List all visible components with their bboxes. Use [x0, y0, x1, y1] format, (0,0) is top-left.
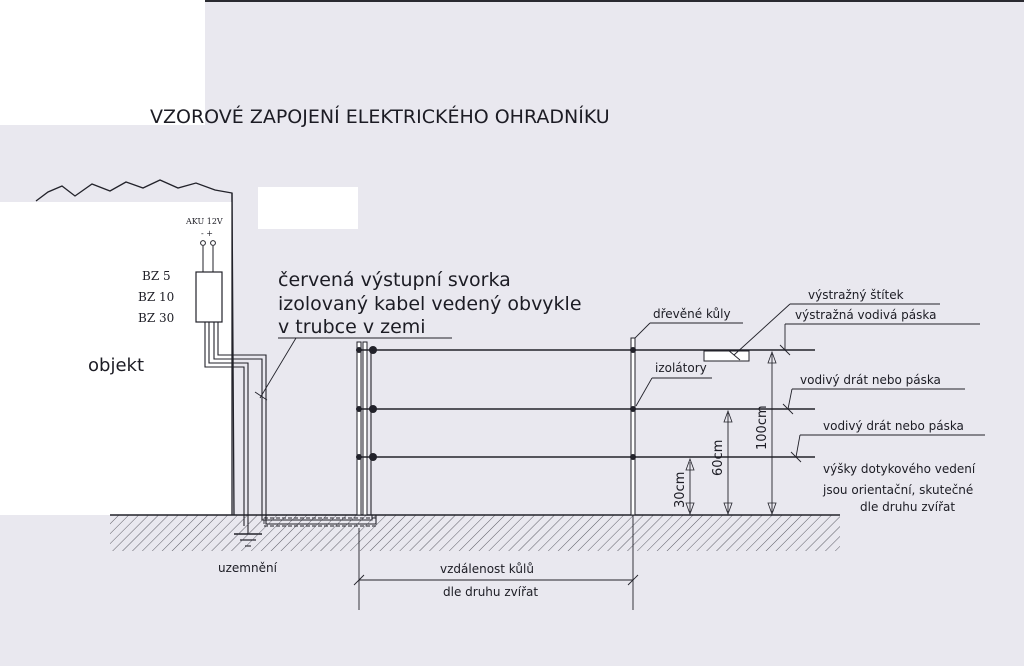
object-building	[0, 179, 235, 516]
heights-note-line-3: dle druhu zvířat	[860, 500, 955, 514]
energizer-box: AKU 12V - + BZ 5 BZ 10 BZ 30	[138, 217, 223, 325]
warning-tape-label: výstražná vodivá páska	[795, 308, 937, 322]
cable-note-line-1: červená výstupní svorka	[278, 269, 511, 291]
height-60cm: 60cm	[711, 440, 726, 476]
height-100cm: 100cm	[755, 405, 770, 450]
model-bz5: BZ 5	[142, 269, 171, 283]
height-dimensions	[685, 350, 777, 516]
heights-note-line-2: jsou orientační, skutečné	[822, 483, 973, 497]
cable-note-line-3: v trubce v zemi	[278, 316, 426, 338]
warning-sign-label: výstražný štítek	[808, 288, 904, 302]
grounding-label: uzemnění	[218, 561, 278, 575]
fence-wires	[359, 349, 815, 458]
insulators	[356, 346, 636, 461]
model-bz10: BZ 10	[138, 290, 174, 304]
post-distance-label-2: dle druhu zvířat	[443, 585, 538, 599]
post-left	[356, 341, 368, 516]
insulators-label: izolátory	[655, 361, 707, 375]
warning-sign	[703, 350, 750, 362]
diagram-title: VZOROVÉ ZAPOJENÍ ELEKTRICKÉHO OHRADNÍKU	[150, 105, 610, 128]
post-distance-label-1: vzdálenost kůlů	[440, 562, 534, 576]
posts-label: dřevěné kůly	[653, 307, 731, 321]
model-bz30: BZ 30	[138, 311, 174, 325]
post-right	[630, 337, 636, 516]
cable-note-line-2: izolovaný kabel vedený obvykle	[278, 293, 582, 315]
wire-2-label: vodivý drát nebo páska	[823, 419, 964, 433]
wire-1-label: vodivý drát nebo páska	[800, 373, 941, 387]
post-distance-dimension	[353, 515, 639, 610]
white-patch-small	[258, 187, 358, 229]
object-label: objekt	[88, 355, 144, 376]
battery-label: AKU 12V	[185, 217, 223, 226]
white-patch-top-left	[0, 0, 205, 125]
height-30cm: 30cm	[673, 472, 688, 508]
ground-surface	[110, 515, 840, 551]
battery-polarity: - +	[201, 229, 213, 238]
heights-note-line-1: výšky dotykového vedení	[823, 462, 976, 476]
